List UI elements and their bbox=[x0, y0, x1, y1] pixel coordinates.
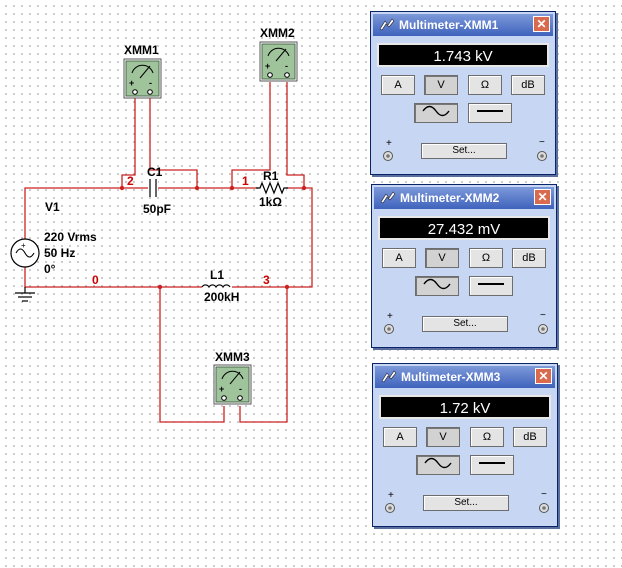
ground-icon bbox=[15, 287, 35, 302]
node-label-2: 2 bbox=[127, 174, 134, 188]
window-title-bar[interactable]: Multimeter-XMM2 ✕ bbox=[374, 187, 554, 209]
window-title: Multimeter-XMM3 bbox=[401, 370, 501, 384]
multimeter-window-xmm2[interactable]: Multimeter-XMM2 ✕ 27.432 mV A V Ω dB + −… bbox=[371, 184, 557, 348]
multimeter-app-icon bbox=[379, 18, 395, 31]
node-label-1: 1 bbox=[242, 174, 249, 188]
ohmmeter-mode-button[interactable]: Ω bbox=[468, 75, 502, 95]
set-button[interactable]: Set... bbox=[421, 143, 507, 159]
ammeter-mode-button[interactable]: A bbox=[383, 427, 417, 447]
mode-button-row: A V Ω dB bbox=[379, 75, 547, 97]
positive-terminal-label: + bbox=[386, 138, 392, 149]
svg-text:+: + bbox=[21, 241, 26, 250]
positive-terminal-icon[interactable] bbox=[382, 322, 396, 336]
negative-terminal-icon[interactable] bbox=[537, 501, 551, 515]
inductor-name: L1 bbox=[210, 268, 224, 282]
svg-text:+: + bbox=[129, 78, 134, 88]
multimeter-app-icon bbox=[381, 370, 397, 383]
svg-text:+: + bbox=[219, 384, 224, 394]
ammeter-mode-button[interactable]: A bbox=[381, 75, 415, 95]
source-name: V1 bbox=[45, 200, 60, 214]
positive-terminal-label: + bbox=[387, 311, 393, 322]
mode-button-row: A V Ω dB bbox=[381, 427, 549, 449]
meter-label: XMM2 bbox=[260, 26, 295, 40]
multimeter-window-xmm3[interactable]: Multimeter-XMM3 ✕ 1.72 kV A V Ω dB + − S… bbox=[372, 363, 558, 527]
source-voltage: 220 Vrms bbox=[44, 230, 97, 244]
resistor-name: R1 bbox=[263, 169, 279, 183]
window-title-bar[interactable]: Multimeter-XMM3 ✕ bbox=[375, 366, 555, 388]
dc-line-icon bbox=[477, 110, 503, 112]
window-title: Multimeter-XMM2 bbox=[400, 191, 500, 205]
signal-mode-row bbox=[416, 455, 516, 477]
negative-terminal-icon[interactable] bbox=[536, 322, 550, 336]
meter-reading: 27.432 mV bbox=[378, 216, 550, 240]
decibel-mode-button[interactable]: dB bbox=[511, 75, 545, 95]
close-button[interactable]: ✕ bbox=[533, 16, 550, 32]
capacitor-name: C1 bbox=[147, 165, 163, 179]
voltmeter-mode-button[interactable]: V bbox=[425, 248, 459, 268]
multimeter-icon-xmm3[interactable]: XMM3 + - bbox=[213, 350, 252, 405]
dc-mode-button[interactable] bbox=[468, 103, 512, 123]
dc-line-icon bbox=[479, 462, 505, 464]
multimeter-icon-xmm2[interactable]: XMM2 + - bbox=[259, 26, 298, 82]
multimeter-app-icon bbox=[380, 191, 396, 204]
svg-text:-: - bbox=[149, 78, 152, 88]
ammeter-mode-button[interactable]: A bbox=[382, 248, 416, 268]
meter-label: XMM1 bbox=[124, 43, 159, 57]
resistor-r1[interactable]: R1 1kΩ bbox=[256, 169, 288, 209]
signal-mode-row bbox=[414, 103, 514, 125]
set-button[interactable]: Set... bbox=[422, 316, 508, 332]
signal-mode-row bbox=[415, 276, 515, 298]
close-button[interactable]: ✕ bbox=[534, 189, 551, 205]
capacitor-value: 50pF bbox=[143, 202, 171, 216]
positive-terminal-icon[interactable] bbox=[383, 501, 397, 515]
dc-mode-button[interactable] bbox=[470, 455, 514, 475]
negative-terminal-icon[interactable] bbox=[535, 149, 549, 163]
meter-label: XMM3 bbox=[215, 350, 250, 364]
set-button[interactable]: Set... bbox=[423, 495, 509, 511]
voltmeter-mode-button[interactable]: V bbox=[426, 427, 460, 447]
resistor-value: 1kΩ bbox=[259, 195, 282, 209]
svg-text:-: - bbox=[239, 384, 242, 394]
meter-reading: 1.72 kV bbox=[379, 395, 551, 419]
dc-mode-button[interactable] bbox=[469, 276, 513, 296]
positive-terminal-icon[interactable] bbox=[381, 149, 395, 163]
node-label-3: 3 bbox=[263, 273, 270, 287]
svg-text:-: - bbox=[285, 61, 288, 71]
junctions bbox=[119, 185, 307, 290]
meter-reading: 1.743 kV bbox=[377, 43, 549, 67]
positive-terminal-label: + bbox=[388, 490, 394, 501]
decibel-mode-button[interactable]: dB bbox=[512, 248, 546, 268]
ohmmeter-mode-button[interactable]: Ω bbox=[470, 427, 504, 447]
sine-wave-icon bbox=[423, 278, 451, 290]
source-phase: 0° bbox=[44, 262, 56, 276]
window-title-bar[interactable]: Multimeter-XMM1 ✕ bbox=[373, 14, 553, 36]
inductor-l1[interactable]: L1 200kH bbox=[201, 268, 239, 304]
svg-text:+: + bbox=[265, 61, 270, 71]
dc-line-icon bbox=[478, 283, 504, 285]
multimeter-window-xmm1[interactable]: Multimeter-XMM1 ✕ 1.743 kV A V Ω dB + − … bbox=[370, 11, 556, 175]
close-button[interactable]: ✕ bbox=[535, 368, 552, 384]
source-frequency: 50 Hz bbox=[44, 246, 75, 260]
mode-button-row: A V Ω dB bbox=[380, 248, 548, 270]
negative-terminal-label: − bbox=[541, 489, 547, 500]
node-label-0: 0 bbox=[92, 273, 99, 287]
capacitor-c1[interactable]: C1 50pF bbox=[143, 165, 171, 216]
sine-wave-icon bbox=[422, 105, 450, 117]
voltmeter-mode-button[interactable]: V bbox=[424, 75, 458, 95]
decibel-mode-button[interactable]: dB bbox=[513, 427, 547, 447]
window-title: Multimeter-XMM1 bbox=[399, 18, 499, 32]
ac-mode-button[interactable] bbox=[414, 103, 458, 123]
multimeter-icon-xmm1[interactable]: XMM1 + - bbox=[123, 43, 162, 99]
ohmmeter-mode-button[interactable]: Ω bbox=[469, 248, 503, 268]
negative-terminal-label: − bbox=[540, 310, 546, 321]
sine-wave-icon bbox=[424, 457, 452, 469]
negative-terminal-label: − bbox=[539, 137, 545, 148]
ac-source-v1[interactable]: + V1 220 Vrms 50 Hz 0° bbox=[10, 200, 97, 276]
ac-mode-button[interactable] bbox=[415, 276, 459, 296]
inductor-value: 200kH bbox=[204, 290, 239, 304]
ac-mode-button[interactable] bbox=[416, 455, 460, 475]
